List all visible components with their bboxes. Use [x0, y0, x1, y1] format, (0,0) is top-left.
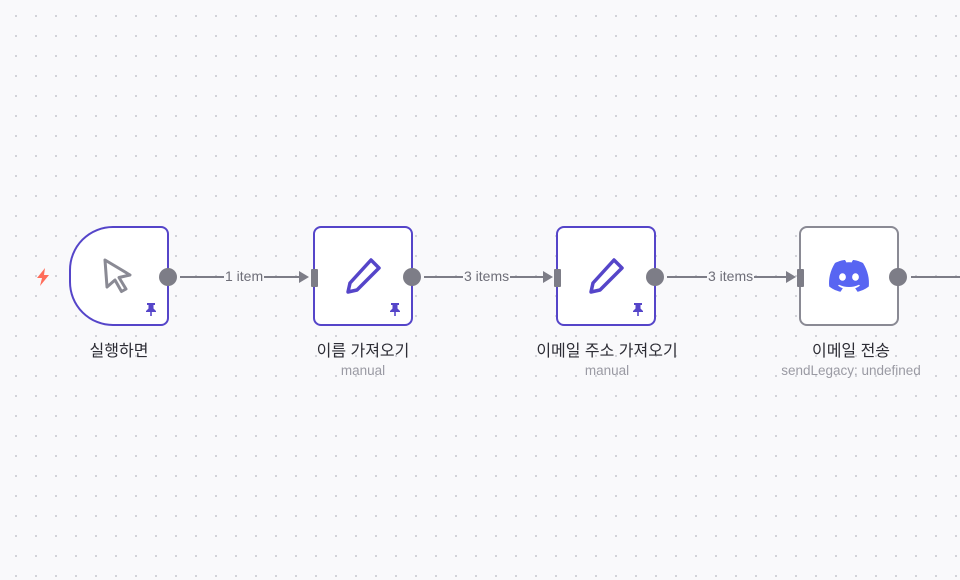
node-send-email[interactable]: [797, 226, 907, 326]
node-title: 이메일 전송: [811, 343, 891, 360]
output-handle[interactable]: [159, 268, 177, 286]
node-get-email[interactable]: [554, 226, 664, 326]
connection-arrow: [543, 271, 553, 283]
pencil-icon: [346, 258, 381, 294]
discord-icon: [829, 260, 869, 292]
output-handle[interactable]: [646, 268, 664, 286]
pin-icon: [146, 303, 156, 316]
connection-arrow: [299, 271, 309, 283]
connection-line[interactable]: [911, 276, 960, 278]
node-subtitle: manual: [340, 363, 386, 378]
node-subtitle: sendLegacy: undefined: [781, 363, 921, 378]
node-get-name[interactable]: [311, 226, 421, 326]
connection-arrow: [786, 271, 796, 283]
output-handle[interactable]: [889, 268, 907, 286]
node-title: 실행하면: [89, 343, 149, 360]
input-handle[interactable]: [797, 269, 804, 287]
trigger-lightning-icon: [37, 268, 49, 286]
node-subtitle: manual: [584, 363, 630, 378]
pin-icon: [390, 303, 400, 316]
cursor-pointer-icon: [103, 258, 132, 293]
input-handle[interactable]: [311, 269, 318, 287]
connection-label: 3 items: [463, 268, 511, 284]
connection-label: 3 items: [707, 268, 755, 284]
input-handle[interactable]: [554, 269, 561, 287]
pencil-icon: [589, 258, 624, 294]
node-title: 이메일 주소 가져오기: [536, 343, 678, 360]
node-manual-trigger[interactable]: [69, 226, 177, 326]
pin-icon: [633, 303, 643, 316]
node-title: 이름 가져오기: [316, 343, 410, 360]
output-handle[interactable]: [403, 268, 421, 286]
connection-label: 1 item: [224, 268, 265, 284]
